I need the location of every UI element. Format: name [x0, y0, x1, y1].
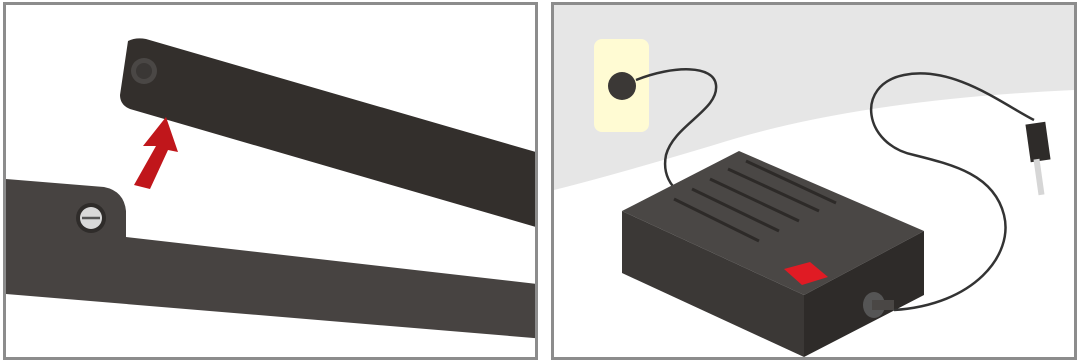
box-front: [622, 211, 804, 357]
upper-arm: [120, 38, 535, 227]
panel-power-connection: [551, 2, 1077, 360]
wall: [554, 5, 1074, 190]
outlet-cord: [635, 68, 718, 194]
base-arm: [6, 179, 535, 339]
screw-icon: [76, 203, 106, 233]
vent-slots: [673, 159, 837, 243]
red-indicator: [784, 262, 828, 285]
control-box: [622, 151, 924, 357]
box-side: [804, 231, 924, 357]
power-connection-illustration: [554, 5, 1074, 357]
up-arrow-icon: [134, 117, 178, 189]
box-top: [622, 151, 924, 295]
panel-lid-arm: [3, 2, 538, 360]
power-plug-icon: [863, 292, 894, 318]
probe-cord: [869, 72, 1035, 312]
probe: [1025, 121, 1051, 196]
lid-arm-illustration: [6, 38, 535, 339]
